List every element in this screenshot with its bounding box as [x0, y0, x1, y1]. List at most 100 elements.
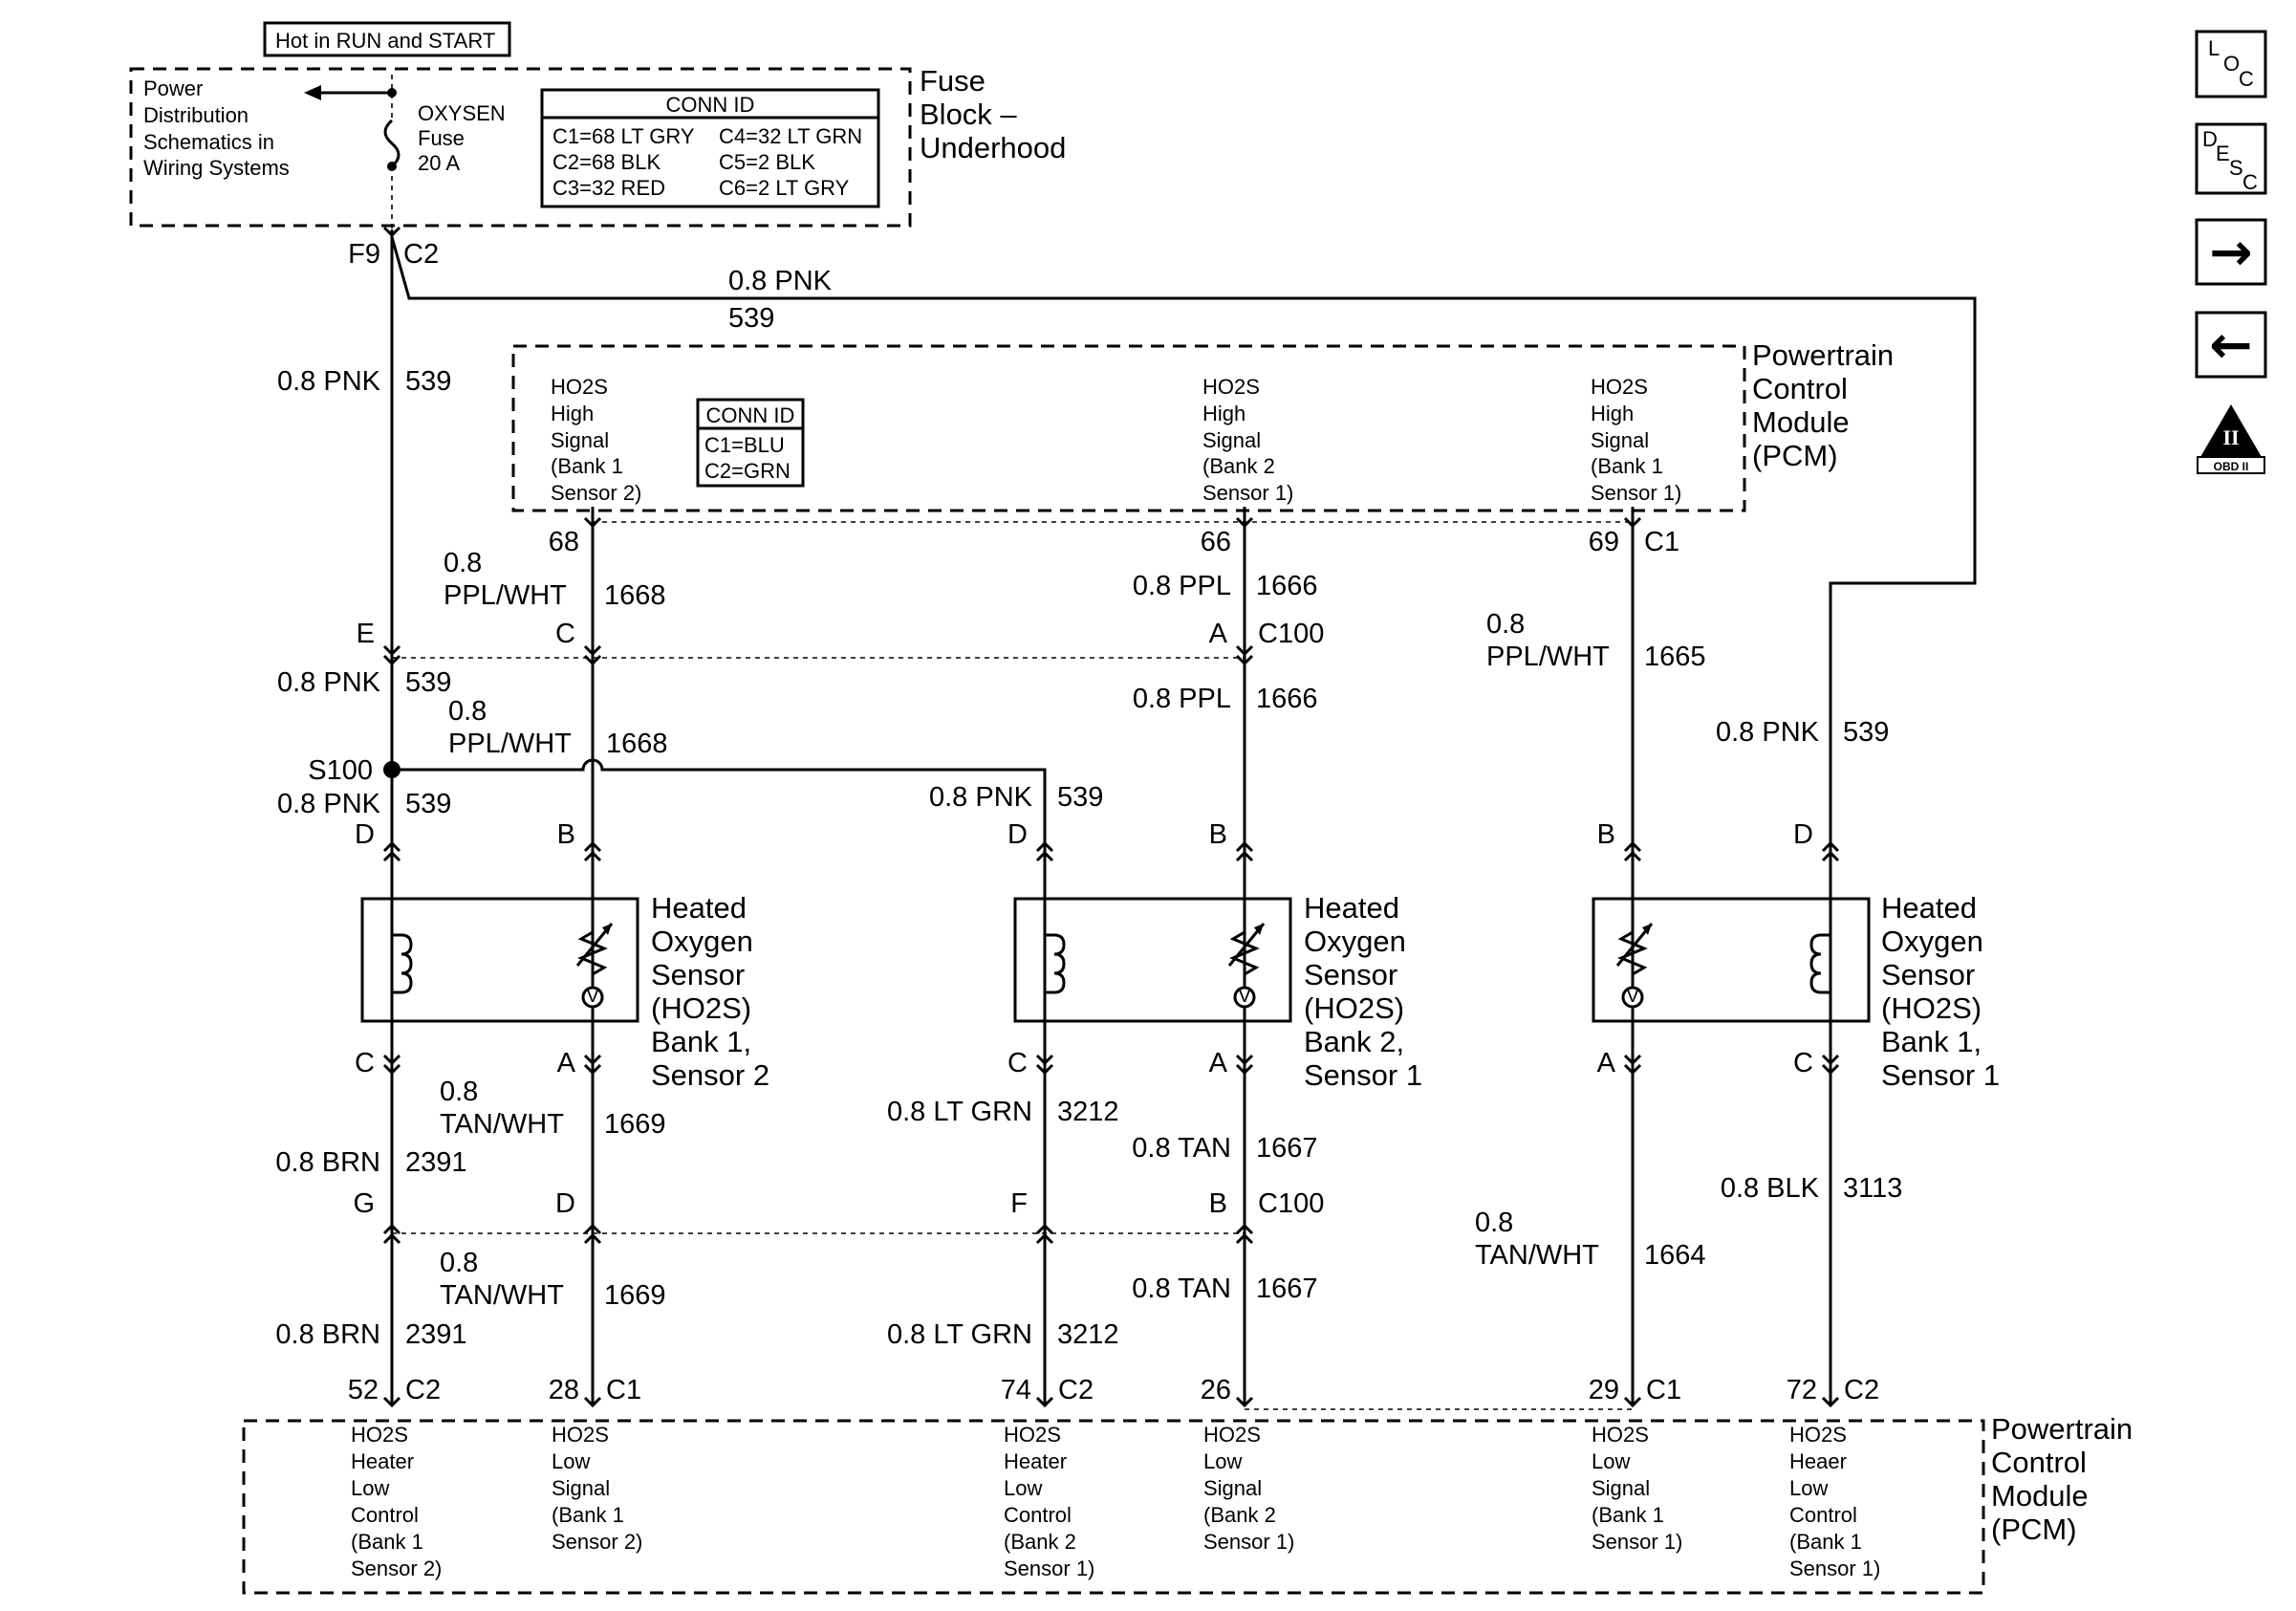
wire-label: 1668	[604, 580, 666, 611]
svg-text:Signal: Signal	[551, 428, 609, 452]
svg-text:68: 68	[549, 527, 579, 557]
wire-label: TAN/WHT	[1475, 1240, 1599, 1271]
svg-text:V: V	[1238, 986, 1251, 1007]
connector-chevron	[583, 1232, 602, 1245]
desc-letter: S	[2229, 156, 2243, 180]
connector-chevron	[382, 850, 401, 862]
connector-chevron	[1035, 850, 1054, 862]
svg-text:(Bank 2: (Bank 2	[1202, 454, 1275, 478]
pcm-pin-description: HO2S	[1789, 1423, 1847, 1447]
pcm-pin-description: (Bank 1	[552, 1503, 624, 1527]
svg-text:Sensor 1: Sensor 1	[1881, 1058, 2000, 1092]
wire-label: 1667	[1256, 1133, 1318, 1164]
svg-text:D: D	[1793, 819, 1813, 850]
svg-text:Sensor 2): Sensor 2)	[551, 481, 641, 505]
pcm-pin-description: Heaer	[1789, 1449, 1847, 1473]
pcm-pin-description: Sensor 1)	[1004, 1557, 1094, 1580]
svg-text:(Bank 1: (Bank 1	[1591, 454, 1663, 478]
pcm-pin-description: Sensor 1)	[1203, 1530, 1294, 1554]
pcm-pin-description: Sensor 1)	[1592, 1530, 1682, 1554]
svg-text:High: High	[1591, 402, 1634, 425]
connector-chevron	[583, 1396, 602, 1408]
wire-label: 1666	[1256, 684, 1318, 714]
svg-text:C: C	[1007, 1048, 1028, 1078]
svg-text:Signal: Signal	[1202, 428, 1261, 452]
svg-text:E: E	[357, 619, 375, 649]
variable-resistor-icon	[1229, 916, 1260, 987]
connector-chevron	[382, 1232, 401, 1245]
svg-text:B: B	[557, 819, 575, 850]
svg-text:D: D	[355, 819, 375, 850]
pcm-top: HO2S High Signal (Bank 1 Sensor 2) 68 CO…	[511, 338, 1894, 557]
svg-text:(HO2S): (HO2S)	[1304, 991, 1404, 1025]
svg-text:66: 66	[1201, 527, 1231, 557]
svg-text:Sensor 1): Sensor 1)	[1202, 481, 1293, 505]
pcm-pin-description: (Bank 2	[1203, 1503, 1276, 1527]
svg-text:B: B	[1209, 819, 1227, 850]
pcm-bottom-outline	[242, 1419, 1985, 1595]
wire-label: 0.8 BLK	[1721, 1173, 1820, 1204]
arrow-left-icon	[304, 85, 321, 100]
previous-page-button[interactable]: ←	[2195, 311, 2267, 379]
svg-text:D: D	[555, 1188, 575, 1219]
svg-text:Bank 1,: Bank 1,	[1881, 1025, 1982, 1058]
wire-label: 0.8 PNK	[728, 266, 833, 296]
svg-text:CONN ID: CONN ID	[706, 403, 795, 427]
svg-text:C: C	[555, 619, 575, 649]
pcm-top-pin-68: HO2S High Signal (Bank 1 Sensor 2) 68	[549, 375, 642, 557]
location-button[interactable]: L O C	[2195, 30, 2267, 98]
next-page-button[interactable]: →	[2195, 218, 2267, 286]
svg-text:Module: Module	[1991, 1479, 2089, 1513]
obd-ii-button[interactable]: II OBD II	[2197, 404, 2265, 474]
pcm-pin-number: 52	[348, 1375, 379, 1405]
splice-s100-dot	[383, 761, 401, 778]
connector-chevron	[583, 1054, 602, 1066]
connector-chevron	[1035, 1063, 1054, 1076]
connector-chevron	[1623, 850, 1642, 862]
pcm-pin-connector: C1	[606, 1375, 641, 1405]
connector-chevron	[1035, 1396, 1054, 1408]
wire-label: 0.8 PNK	[1716, 717, 1820, 748]
svg-text:Underhood: Underhood	[920, 131, 1066, 164]
wire-label: TAN/WHT	[440, 1109, 564, 1140]
connector-chevron	[1235, 516, 1254, 529]
wire-label: 539	[405, 366, 451, 397]
pcm-pin-connector: C1	[1646, 1375, 1681, 1405]
connector-chevron	[583, 654, 602, 666]
svg-text:C: C	[355, 1048, 375, 1078]
fuse-icon	[383, 119, 401, 168]
wire-label: PPL/WHT	[444, 580, 567, 611]
fuse-conn-id-box	[540, 88, 880, 208]
wire-label: 0.8 LT GRN	[887, 1319, 1032, 1350]
svg-text:Signal: Signal	[1591, 428, 1649, 452]
wire-label: 1667	[1256, 1274, 1318, 1304]
wire-labels: 0.8 PNK 539 0.8 PNK 539 0.8 PNK 539 0.8 …	[275, 266, 1902, 1350]
pcm-pin-connector: C2	[1844, 1375, 1879, 1405]
pcm-pin-description: Signal	[552, 1476, 610, 1500]
fuse-label: OXYSEN Fuse 20 A	[418, 101, 506, 175]
pcm-pin-description: Low	[552, 1449, 590, 1473]
svg-text:Oxygen: Oxygen	[651, 925, 753, 958]
wire-label: 0.8 PNK	[277, 789, 381, 819]
svg-text:A: A	[1209, 619, 1228, 649]
connector-chevron	[382, 1054, 401, 1066]
description-button[interactable]: D E S C	[2195, 122, 2267, 195]
wire-label: 0.8 LT GRN	[887, 1097, 1032, 1127]
conn-row: C2=68 BLK	[552, 150, 661, 174]
connector-chevron	[1623, 840, 1642, 853]
wires	[383, 229, 1977, 1405]
svg-text:(Bank 1: (Bank 1	[551, 454, 623, 478]
wire-label: 539	[405, 667, 451, 698]
svg-text:Heated: Heated	[1304, 891, 1399, 925]
svg-text:C: C	[1793, 1048, 1813, 1078]
pcm-pin-description: (Bank 2	[1004, 1530, 1076, 1554]
c100-label: C100	[1258, 619, 1324, 649]
connector-chevron	[1235, 1063, 1254, 1076]
pcm-bottom-title: Powertrain Control Module (PCM)	[1991, 1412, 2133, 1546]
pcm-pin-description: Control	[1789, 1503, 1857, 1527]
svg-text:Block –: Block –	[920, 98, 1017, 131]
